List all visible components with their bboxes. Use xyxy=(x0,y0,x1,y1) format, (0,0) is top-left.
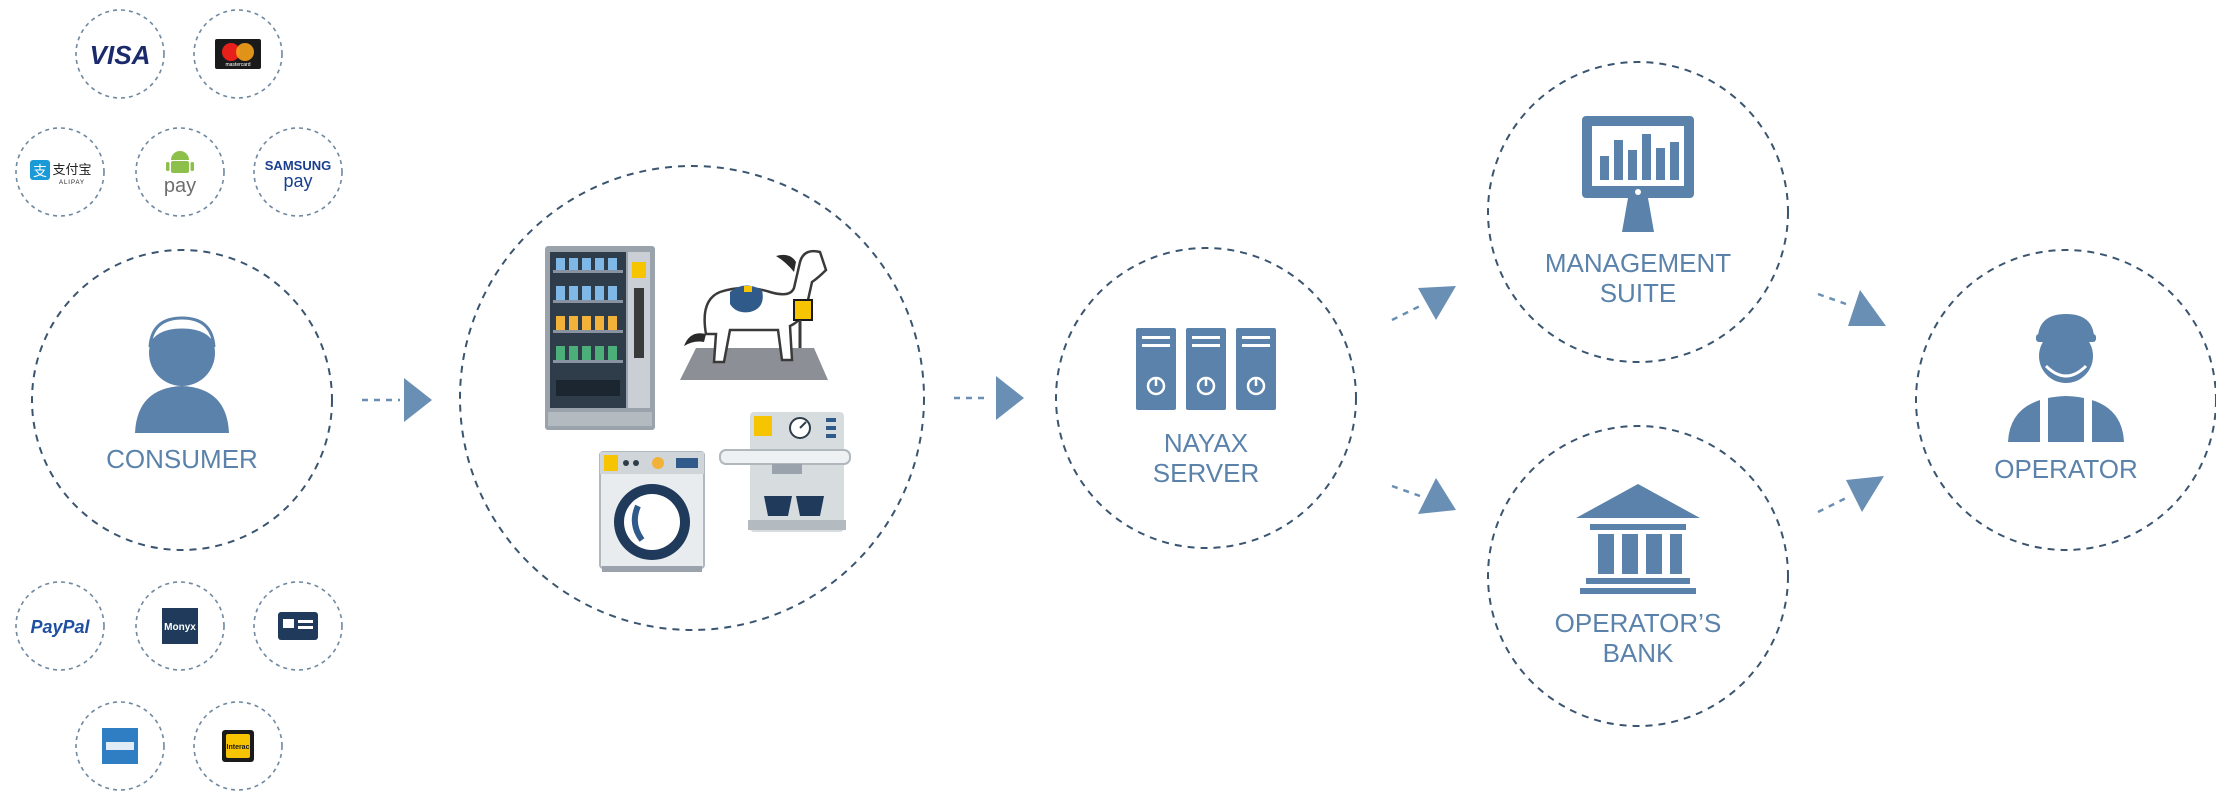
coffee-machine-icon xyxy=(719,412,851,532)
monitor-chart-icon xyxy=(1582,116,1694,232)
payment-paypal: PayPal xyxy=(15,581,105,671)
kiddie-ride-horse-icon xyxy=(680,249,828,380)
consumer-label: CONSUMER xyxy=(106,444,258,474)
android-pay-label: pay xyxy=(164,175,196,197)
server-rack-icon xyxy=(1136,328,1276,410)
payment-mastercard: mastercard xyxy=(193,9,283,99)
nayax-server-label-line1: NAYAX xyxy=(1164,428,1248,458)
payment-card xyxy=(253,581,343,671)
arrow-server-to-bank xyxy=(1391,478,1456,514)
alipay-sublabel: ALIPAY xyxy=(59,180,85,186)
consumer-node: CONSUMER xyxy=(31,249,333,551)
operators-bank-node: OPERATOR’S BANK xyxy=(1487,425,1789,727)
samsung-pay-top: SAMSUNG xyxy=(265,158,331,173)
amex-logo-icon xyxy=(102,728,138,764)
operators-bank-label-line1: OPERATOR’S xyxy=(1555,608,1722,638)
operator-node: OPERATOR xyxy=(1915,249,2216,551)
management-suite-label-line1: MANAGEMENT xyxy=(1545,248,1731,278)
vending-machine-icon xyxy=(545,246,655,430)
operators-bank-label-line2: BANK xyxy=(1603,638,1674,668)
payment-samsung-pay: SAMSUNG pay xyxy=(253,127,343,217)
arrow-consumer-to-machines xyxy=(362,378,432,422)
operator-worker-icon xyxy=(2008,314,2124,442)
visa-logo: VISA xyxy=(90,40,151,70)
management-suite-label-line2: SUITE xyxy=(1600,278,1677,308)
arrow-machines-to-server xyxy=(954,376,1024,420)
washing-machine-icon xyxy=(599,451,705,572)
credit-card-icon xyxy=(278,612,318,640)
management-suite-node: MANAGEMENT SUITE xyxy=(1487,61,1789,363)
payment-android-pay: pay xyxy=(135,127,225,217)
machines-node xyxy=(459,165,925,631)
payment-interac: Interac xyxy=(193,701,283,791)
interac-logo: Interac xyxy=(227,744,250,751)
alipay-label: 支付宝 xyxy=(52,163,91,178)
nayax-server-label-line2: SERVER xyxy=(1153,458,1259,488)
payment-monyx: Monyx xyxy=(135,581,225,671)
payment-visa: VISA xyxy=(75,9,165,99)
operator-label: OPERATOR xyxy=(1994,454,2138,484)
arrow-bank-to-operator xyxy=(1817,476,1884,514)
mastercard-label: mastercard xyxy=(225,62,250,68)
payment-alipay: 支 支付宝 ALIPAY xyxy=(15,127,105,217)
android-icon xyxy=(166,151,194,173)
paypal-logo: PayPal xyxy=(30,617,90,637)
nayax-server-node: NAYAX SERVER xyxy=(1055,247,1357,549)
payment-amex xyxy=(75,701,165,791)
consumer-person-icon xyxy=(135,316,229,433)
samsung-pay-bottom: pay xyxy=(283,171,312,191)
arrow-server-to-management xyxy=(1391,286,1456,322)
arrow-management-to-operator xyxy=(1817,290,1886,326)
bank-building-icon xyxy=(1576,484,1700,594)
monyx-logo: Monyx xyxy=(164,622,196,633)
svg-text:支: 支 xyxy=(33,164,47,180)
